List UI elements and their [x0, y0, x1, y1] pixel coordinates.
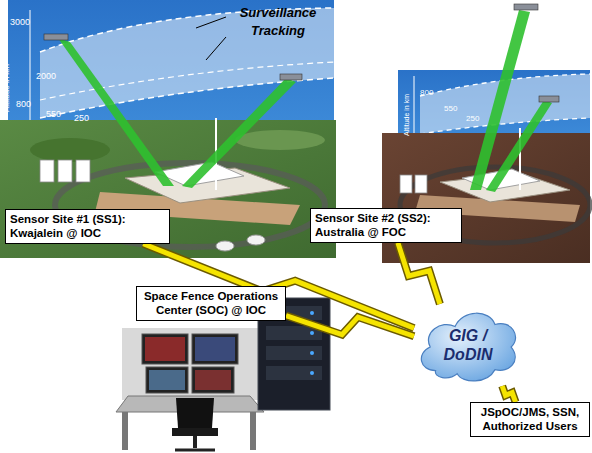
server-unit	[266, 346, 322, 360]
cloud-outline	[421, 313, 515, 381]
outbuilding	[76, 160, 90, 182]
monitor	[142, 334, 188, 364]
lightning-bolt	[398, 243, 440, 304]
lightning-link	[398, 243, 440, 304]
altitude-value: 800	[420, 88, 433, 99]
axis-title: Altitude in km	[2, 64, 13, 112]
chair-seat	[172, 428, 218, 436]
outbuilding	[415, 175, 427, 193]
status-light	[310, 371, 314, 375]
monitor-screen	[145, 337, 185, 361]
satellite	[280, 74, 302, 80]
altitude-value: 800	[16, 98, 31, 110]
desk-leg	[122, 412, 128, 450]
operations-center-label: Space Fence Operations Center (SOC) @ IO…	[136, 286, 286, 321]
monitor	[146, 367, 188, 393]
network-cloud: GIG / DoDIN	[414, 304, 522, 386]
satellite	[44, 34, 68, 40]
lightning-bolt	[286, 316, 414, 337]
altitude-value: 2000	[36, 70, 56, 82]
console-backdrop	[122, 328, 258, 400]
lightning-outline	[398, 243, 440, 304]
radar-beam	[470, 10, 530, 190]
node-text: Sensor Site #2 (SS2): Australia @ FOC	[315, 211, 457, 240]
fuel-tank	[247, 235, 265, 245]
altitude-arc	[420, 118, 590, 134]
site-label: Sensor Site #2 (SS2): Australia @ FOC	[310, 208, 462, 243]
node-text: GIG / DoDIN	[437, 326, 499, 364]
monitor-screen	[195, 337, 235, 361]
outbuilding	[40, 160, 54, 182]
radar-beam	[182, 78, 296, 188]
lightning-link	[502, 386, 515, 402]
leader-line	[206, 37, 226, 60]
altitude-axis	[414, 76, 415, 134]
monitor-screen	[149, 370, 185, 390]
status-light	[310, 351, 314, 355]
terrain	[0, 120, 336, 258]
status-light	[310, 331, 314, 335]
callout-label: Surveillance Tracking	[226, 4, 330, 39]
users-box: JSpOC/JMS, SSN, Authorized Users	[470, 402, 590, 437]
desk-leg	[250, 412, 256, 450]
node-text: Space Fence Operations Center (SOC) @ IO…	[141, 289, 281, 318]
lightning-outline	[502, 386, 515, 402]
chair-back	[176, 398, 214, 428]
altitude-value: 250	[74, 112, 89, 124]
lightning-outline	[286, 316, 414, 337]
satellite	[539, 96, 559, 102]
node-text: JSpOC/JMS, SSN, Authorized Users	[475, 405, 585, 434]
cloud-shape	[414, 304, 522, 386]
radar-beam	[486, 100, 552, 192]
monitor	[192, 367, 234, 393]
site-label: Sensor Site #1 (SS1): Kwajalein @ IOC	[5, 209, 170, 244]
axis-title: Altitude in km	[402, 94, 411, 136]
server-unit	[266, 366, 322, 380]
altitude-value: 550	[444, 104, 457, 115]
satellite	[514, 4, 538, 10]
sky-panel	[8, 0, 334, 128]
terrain-patch	[30, 138, 110, 162]
lightning-bolt	[502, 386, 515, 402]
chair-base	[175, 449, 215, 452]
chair-base	[193, 436, 197, 448]
altitude-value: 550	[46, 108, 61, 120]
monitor	[192, 334, 238, 364]
lightning-link	[286, 316, 414, 337]
outbuilding	[400, 175, 412, 193]
radar-beam	[58, 38, 174, 186]
status-light	[310, 311, 314, 315]
leader-line	[196, 17, 226, 28]
fuel-tank	[216, 241, 234, 251]
monitor-screen	[195, 370, 231, 390]
outbuilding	[58, 160, 72, 182]
node-text: Sensor Site #1 (SS1): Kwajalein @ IOC	[10, 212, 165, 241]
altitude-value: 3000	[10, 16, 30, 28]
terrain-patch	[235, 130, 325, 150]
altitude-value: 250	[466, 114, 479, 125]
